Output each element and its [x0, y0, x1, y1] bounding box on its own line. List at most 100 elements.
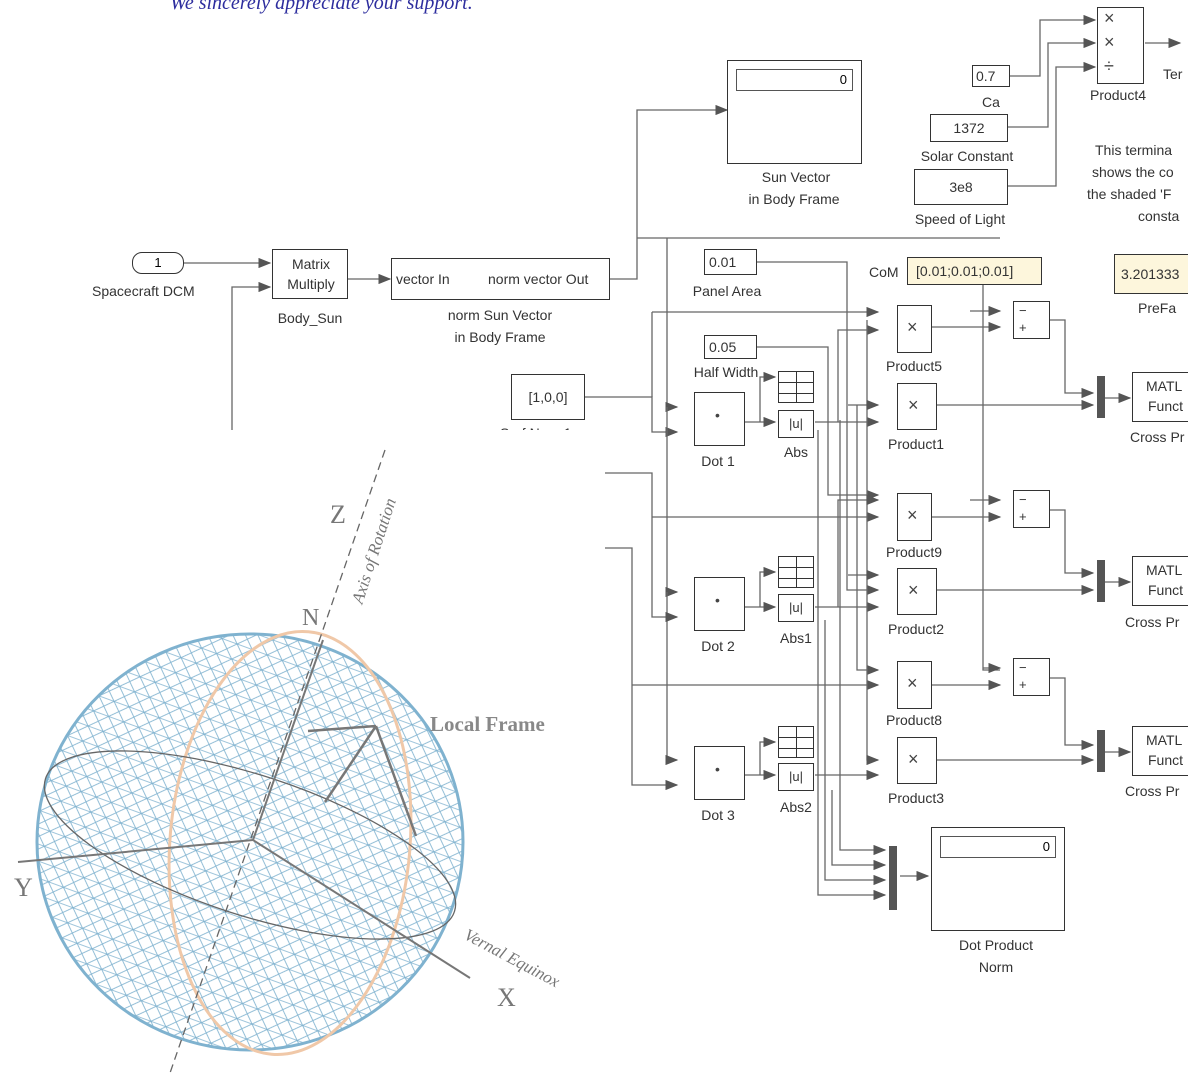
abs1-block[interactable]: |u|	[778, 594, 814, 622]
inport-number: 1	[154, 255, 161, 270]
matlab-fcn-block[interactable]: MATL Funct	[1132, 726, 1188, 776]
product1-block[interactable]: ×	[897, 383, 937, 430]
norm-vector-out-port: norm vector Out	[488, 271, 588, 287]
abs-label: Abs	[784, 444, 808, 460]
plus-icon: +	[1019, 320, 1027, 335]
ca-constant[interactable]: 0.7	[972, 65, 1010, 87]
sun-vector-label-2: in Body Frame	[748, 191, 839, 207]
vector-in-port: vector In	[396, 271, 450, 287]
dot-1-block[interactable]: •	[694, 392, 745, 446]
cross-product-label: Cross Pr	[1130, 429, 1184, 445]
norm-sun-vector-block[interactable]: vector In norm vector Out	[391, 258, 610, 300]
mux-block[interactable]	[1097, 376, 1105, 418]
sum-block[interactable]: − +	[1013, 658, 1050, 696]
matlab-fn-line-1: MATL	[1146, 562, 1182, 578]
product2-label: Product2	[888, 621, 944, 637]
body-sun-label: Body_Sun	[278, 310, 343, 326]
selector-block[interactable]	[778, 371, 814, 403]
note-line-2: shows the co	[1092, 164, 1174, 180]
dot-icon: •	[715, 592, 720, 608]
selector-block[interactable]	[778, 726, 814, 758]
matlab-fcn-block[interactable]: MATL Funct	[1132, 556, 1188, 606]
abs2-block[interactable]: |u|	[778, 763, 814, 791]
dot-3-block[interactable]: •	[694, 746, 745, 800]
times-icon: ×	[908, 749, 919, 770]
speed-of-light-value: 3e8	[949, 179, 972, 195]
panel-area-value: 0.01	[709, 254, 736, 270]
dot-1-label: Dot 1	[701, 453, 734, 469]
matlab-fn-line-2: Funct	[1148, 752, 1183, 768]
sum-block[interactable]: − +	[1013, 301, 1050, 339]
half-width-value: 0.05	[709, 339, 736, 355]
matlab-fn-line-1: MATL	[1146, 378, 1182, 394]
prefactor-constant[interactable]: 3.201333	[1114, 254, 1188, 294]
product4-label: Product4	[1090, 87, 1146, 103]
com-prefix: CoM	[869, 264, 899, 280]
z-axis-label: Z	[330, 500, 346, 530]
dot-norm-label-1: Dot Product	[959, 937, 1033, 953]
north-label: N	[302, 605, 319, 632]
matlab-fn-line-2: Funct	[1148, 398, 1183, 414]
times-icon: ×	[1104, 8, 1115, 29]
dot-product-norm-display[interactable]: 0	[931, 827, 1065, 931]
product8-label: Product8	[886, 712, 942, 728]
times-icon: ×	[908, 580, 919, 601]
matrix-multiply-block[interactable]: Matrix Multiply	[272, 249, 348, 299]
mux-block[interactable]	[889, 846, 897, 910]
panel-area-constant[interactable]: 0.01	[704, 249, 757, 275]
product4-block[interactable]: × × ÷	[1097, 7, 1144, 84]
sun-vector-value: 0	[736, 69, 853, 91]
prefactor-value: 3.201333	[1121, 266, 1179, 282]
product5-block[interactable]: ×	[897, 305, 932, 353]
multiply-text: Multiply	[287, 276, 334, 292]
dot-icon: •	[715, 761, 720, 777]
half-width-label: Half Width	[694, 364, 759, 380]
speed-of-light-block[interactable]: 3e8	[914, 169, 1008, 205]
times-icon: ×	[907, 505, 918, 526]
solar-constant-block[interactable]: 1372	[930, 114, 1008, 142]
selector-block[interactable]	[778, 556, 814, 588]
norm-label-1: norm Sun Vector	[448, 307, 552, 323]
ca-label: Ca	[982, 94, 1000, 110]
times-icon: ×	[1104, 32, 1115, 53]
solar-constant-value: 1372	[953, 120, 984, 136]
half-width-constant[interactable]: 0.05	[704, 335, 757, 359]
matlab-fn-line-1: MATL	[1146, 732, 1182, 748]
abs2-label: Abs2	[780, 799, 812, 815]
minus-icon: −	[1019, 303, 1027, 318]
ca-value: 0.7	[976, 68, 995, 84]
dot-2-block[interactable]: •	[694, 577, 745, 631]
plus-icon: +	[1019, 509, 1027, 524]
com-constant[interactable]: [0.01;0.01;0.01]	[907, 257, 1042, 285]
mux-block[interactable]	[1097, 730, 1105, 772]
local-frame-label: Local Frame	[430, 712, 545, 737]
abs-symbol: |u|	[789, 769, 803, 784]
speed-of-light-label: Speed of Light	[915, 211, 1005, 227]
surf-norm-value: [1,0,0]	[529, 389, 568, 405]
dot-icon: •	[715, 407, 720, 423]
times-icon: ×	[907, 673, 918, 694]
matlab-fcn-block[interactable]: MATL Funct	[1132, 372, 1188, 422]
sun-vector-display[interactable]: 0	[727, 60, 862, 164]
com-value: [0.01;0.01;0.01]	[916, 263, 1013, 279]
product3-block[interactable]: ×	[897, 737, 937, 784]
prefactor-label: PreFa	[1138, 300, 1176, 316]
cross-product-label: Cross Pr	[1125, 783, 1179, 799]
spacecraft-dcm-inport[interactable]: 1	[132, 252, 184, 274]
terminator-label: Ter	[1163, 66, 1182, 82]
product9-block[interactable]: ×	[897, 493, 932, 541]
product8-block[interactable]: ×	[897, 661, 932, 709]
surf-norm-constant[interactable]: [1,0,0]	[511, 374, 585, 420]
product2-block[interactable]: ×	[897, 568, 937, 615]
dot-2-label: Dot 2	[701, 638, 734, 654]
mux-block[interactable]	[1097, 560, 1105, 602]
minus-icon: −	[1019, 660, 1027, 675]
sum-block[interactable]: − +	[1013, 490, 1050, 528]
dot-norm-value: 0	[940, 836, 1056, 858]
plus-icon: +	[1019, 677, 1027, 692]
panel-area-label: Panel Area	[693, 283, 762, 299]
norm-label-2: in Body Frame	[454, 329, 545, 345]
times-icon: ×	[908, 395, 919, 416]
y-axis-label: Y	[14, 873, 33, 903]
abs-block[interactable]: |u|	[778, 410, 814, 438]
